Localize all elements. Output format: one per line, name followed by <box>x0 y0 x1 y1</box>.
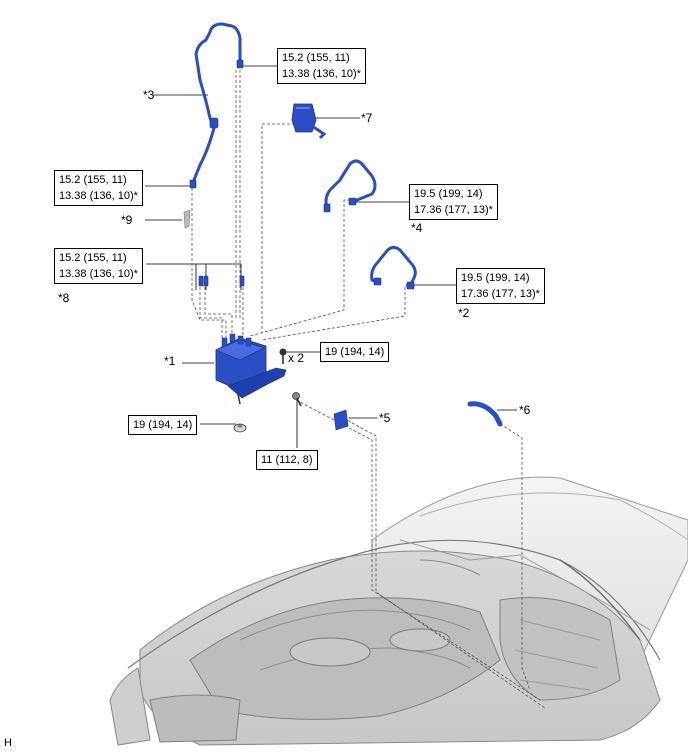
figure-code: H <box>4 737 12 749</box>
torque-value-alt: 13.38 (136, 10)* <box>282 68 361 80</box>
torque-value: 15.2 (155, 11) <box>59 174 127 186</box>
callout-8: *8 <box>58 291 70 305</box>
torque-spec-box: 15.2 (155, 11) 13.38 (136, 10)* <box>54 170 143 206</box>
torque-value: 11 (112, 8) <box>261 454 313 466</box>
callout-6: *6 <box>519 403 531 417</box>
torque-value: 15.2 (155, 11) <box>282 52 350 64</box>
leader-lines <box>145 65 517 448</box>
torque-spec-box: 19.5 (199, 14) 17.36 (177, 13)* <box>409 184 498 220</box>
callout-9: *9 <box>121 213 133 227</box>
brake-tubes <box>190 22 417 288</box>
torque-spec-box: 19.5 (199, 14) 17.36 (177, 13)* <box>456 268 545 304</box>
torque-value: 19.5 (199, 14) <box>414 188 483 200</box>
quantity-label: x 2 <box>288 351 305 365</box>
torque-value: 19.5 (199, 14) <box>461 272 530 284</box>
engine-compartment-illustration <box>109 476 688 746</box>
torque-value: 19 (194, 14) <box>325 346 385 358</box>
fastener-nut <box>233 423 247 433</box>
torque-value-alt: 13.38 (136, 10)* <box>59 268 138 280</box>
torque-value-alt: 13.38 (136, 10)* <box>59 190 138 202</box>
part-7-sensor <box>291 103 327 140</box>
tube-fittings <box>189 59 415 290</box>
callout-3: *3 <box>143 88 155 102</box>
callout-7: *7 <box>361 111 373 125</box>
callout-5: *5 <box>379 411 391 425</box>
callout-2: *2 <box>458 306 470 320</box>
torque-spec-box: 15.2 (155, 11) 13.38 (136, 10)* <box>277 48 366 84</box>
callout-4: *4 <box>411 221 423 235</box>
part-6-hose <box>467 401 503 427</box>
torque-value-alt: 17.36 (177, 13)* <box>414 204 493 216</box>
callout-1: *1 <box>164 354 176 368</box>
torque-spec-box: 19 (194, 14) <box>128 415 198 435</box>
part-5-bracket <box>333 409 349 431</box>
torque-spec-box: 19 (194, 14) <box>320 342 390 362</box>
torque-spec-box: 15.2 (155, 11) 13.38 (136, 10)* <box>54 248 143 284</box>
fastener-bolt <box>279 348 287 364</box>
part-1-actuator <box>215 333 287 405</box>
part-9-clip <box>183 209 191 229</box>
torque-value-alt: 17.36 (177, 13)* <box>461 288 540 300</box>
torque-value: 15.2 (155, 11) <box>59 252 127 264</box>
fastener-sensor-bolt <box>292 392 302 407</box>
torque-spec-box: 11 (112, 8) <box>256 450 318 470</box>
torque-value: 19 (194, 14) <box>133 419 193 431</box>
